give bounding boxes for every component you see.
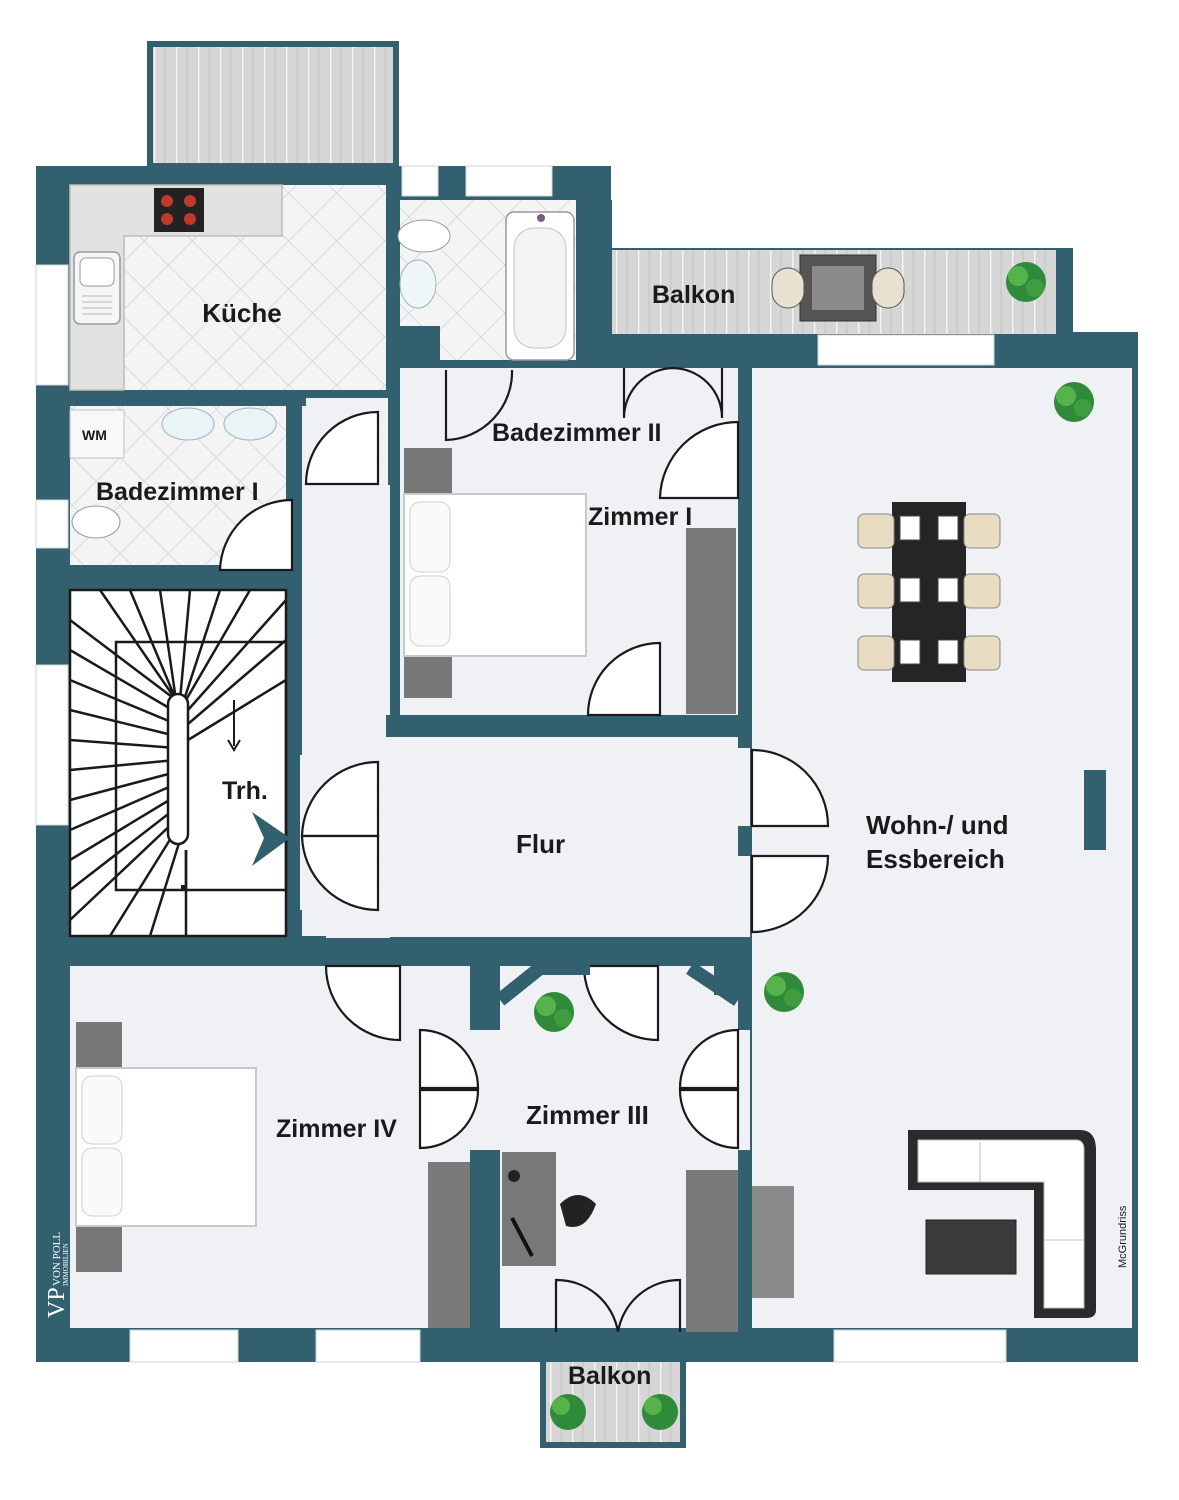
upper-hall-floor [398,368,738,430]
bathroom-2-fixtures [397,211,575,361]
bed-zimmer-1 [403,448,736,714]
entrance-door-top[interactable] [300,760,380,838]
plant-icon [534,992,574,1032]
credit-text: McGrundriss [1117,1205,1129,1268]
wardrobe-zimmer-3 [686,1170,738,1332]
label-trh: Trh. [222,777,268,805]
plant-icon [550,1394,586,1430]
entrance-door-bottom[interactable] [300,834,380,912]
logo-monogram: VP [44,1287,70,1318]
corner-sofa [908,1130,1096,1318]
kitchen-fixtures [69,184,283,391]
staircase [68,588,288,938]
coffee-table-icon [925,1219,1017,1275]
office-chair-icon [560,1195,596,1228]
plant-icon [764,972,804,1012]
logo-name: VON POLL [51,1232,63,1286]
sideboard-icon [752,1186,794,1298]
zimmer-3-right-doors[interactable] [678,1028,740,1150]
bathroom-1-fixtures [69,407,277,539]
branding: VP VON POLL IMMOBILIEN McGrundriss [44,1205,1129,1318]
plant-icon [1006,262,1046,302]
wardrobe-zimmer-1 [686,528,736,714]
plant-icon [642,1394,678,1430]
label-balkon-bottom: Balkon [568,1362,651,1390]
cooktop-icon [154,188,204,232]
wardrobe-zimmer-4 [428,1162,470,1328]
top-left-balcony-deck [147,41,399,169]
washbasin-left-icon [161,407,215,441]
label-kueche: Küche [202,298,281,328]
label-wm: WM [82,427,107,443]
windows [35,165,1007,1363]
label-zimmer-3: Zimmer III [526,1100,649,1130]
desk-zimmer-3 [502,1152,794,1332]
logo-sub: IMMOBILIEN [62,1243,70,1286]
living-door-bottom[interactable] [750,854,830,934]
bathroom-1-door[interactable] [218,498,294,572]
label-badezimmer-1: Badezimmer I [96,478,259,506]
plant-icon [1054,382,1094,422]
label-wohn-line2: Essbereich [866,844,1005,874]
label-balkon-top: Balkon [652,281,735,309]
room-labels: Küche Badezimmer I Badezimmer II Balkon … [82,281,1008,1390]
washbasin-icon [399,259,437,309]
kitchen-door[interactable] [304,410,380,486]
washing-machine-icon [69,409,125,459]
bathroom-2-door[interactable] [444,369,514,442]
entrance-arrow-icon [252,812,290,866]
zimmer-4-door[interactable] [324,964,402,1042]
zimmer-3-hall-door[interactable] [582,964,660,1042]
label-wohn-line1: Wohn-/ und [866,810,1008,840]
label-zimmer-1: Zimmer I [588,503,692,531]
toilet-icon [397,219,451,253]
zimmer-1-hall-door[interactable] [586,641,662,717]
dining-table [857,502,1001,682]
living-door-top[interactable] [750,748,830,828]
bed-zimmer-4 [75,1022,470,1328]
balcony-table-set [771,254,905,322]
label-badezimmer-2: Badezimmer II [492,419,662,447]
plants [534,262,1094,1430]
interior-walls [36,166,1138,1362]
toilet-1-icon [71,505,121,539]
double-door-balcony[interactable] [622,366,724,419]
doors [218,366,830,1333]
washbasin-right-icon [223,407,277,441]
label-zimmer-4: Zimmer IV [276,1115,397,1143]
zimmer-1-door[interactable] [658,420,740,500]
zimmer-3-left-doors[interactable] [418,1028,480,1150]
bottom-balcony-doors[interactable] [554,1278,682,1333]
label-flur: Flur [516,829,565,859]
